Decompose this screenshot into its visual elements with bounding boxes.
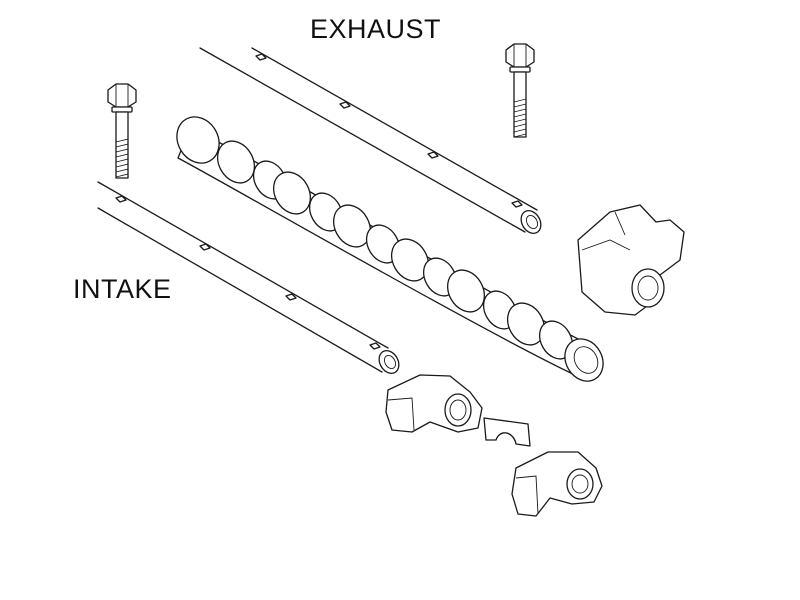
bolt-intake xyxy=(107,83,137,179)
rocker-arm-intake-1 xyxy=(385,374,483,433)
bolt-exhaust xyxy=(505,43,535,138)
camshaft xyxy=(176,116,604,382)
rocker-arm-exhaust xyxy=(577,204,685,316)
exhaust-label: EXHAUST xyxy=(310,14,442,44)
intake-label: INTAKE xyxy=(73,274,172,304)
exhaust-rocker-shaft xyxy=(199,47,542,234)
rocker-arm-intake-2 xyxy=(511,451,603,517)
intake-rocker-shaft xyxy=(97,181,400,374)
shaft-collar xyxy=(483,417,531,447)
